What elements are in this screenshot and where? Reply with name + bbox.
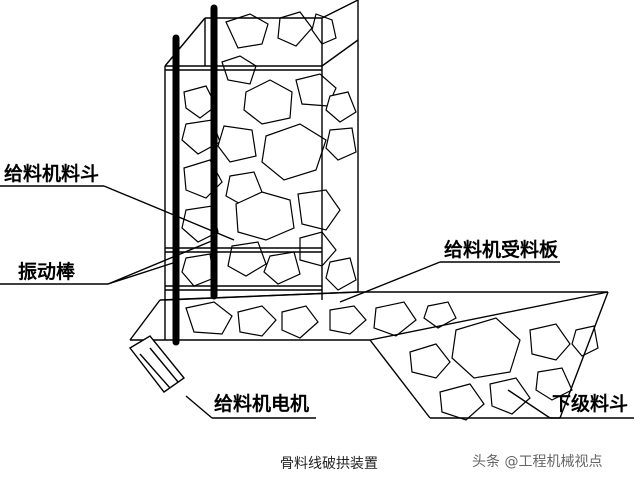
watermark: 头条 @工程机械视点 <box>472 453 602 470</box>
hopper <box>164 0 359 340</box>
receiving-plate <box>129 291 609 341</box>
vibrator-rods <box>172 4 218 346</box>
label-vibrator: 振动棒 <box>18 260 76 283</box>
caption: 骨料线破拱装置 <box>280 456 378 472</box>
label-motor: 给料机电机 <box>214 392 309 415</box>
label-receiving-plate: 给料机受料板 <box>444 238 559 261</box>
lower-bin <box>369 291 609 421</box>
label-lower-bin: 下级料斗 <box>552 392 628 415</box>
label-hopper: 给料机料斗 <box>4 162 99 185</box>
leader-lines <box>0 185 634 419</box>
feeder-motor <box>128 335 186 393</box>
